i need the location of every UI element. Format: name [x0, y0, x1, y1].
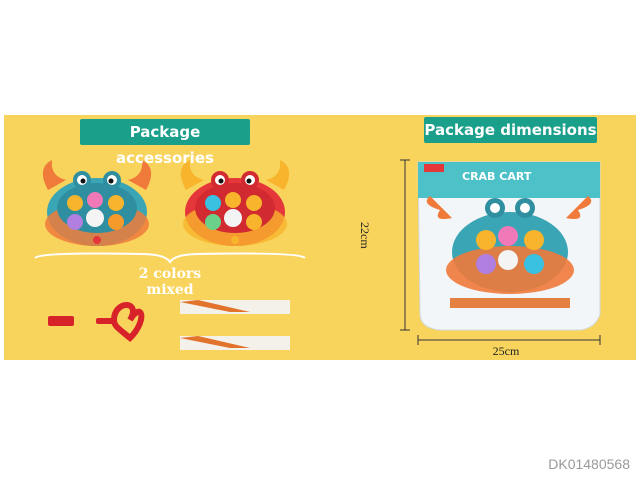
packaged-product	[417, 161, 601, 331]
accessories-title: Package accessories	[80, 119, 250, 167]
dimension-lines	[400, 159, 601, 345]
heart-key-accessory	[96, 302, 145, 343]
width-dimension: 25cm	[492, 344, 520, 358]
product-sku: DK01480568	[548, 456, 630, 472]
striped-stick-accessory-1	[180, 300, 290, 314]
dimensions-title: Package dimensions	[424, 117, 597, 143]
colors-mixed-note: 2 colors mixed	[138, 266, 202, 298]
package-brand-label: CRAB CART	[462, 170, 532, 183]
striped-stick-accessory-2	[180, 336, 290, 350]
grouping-bracket	[34, 252, 306, 264]
teal-crab-toy	[42, 160, 152, 246]
red-crab-toy	[180, 160, 290, 246]
height-dimension: 22cm	[358, 222, 372, 249]
red-peg-accessory	[48, 316, 74, 326]
